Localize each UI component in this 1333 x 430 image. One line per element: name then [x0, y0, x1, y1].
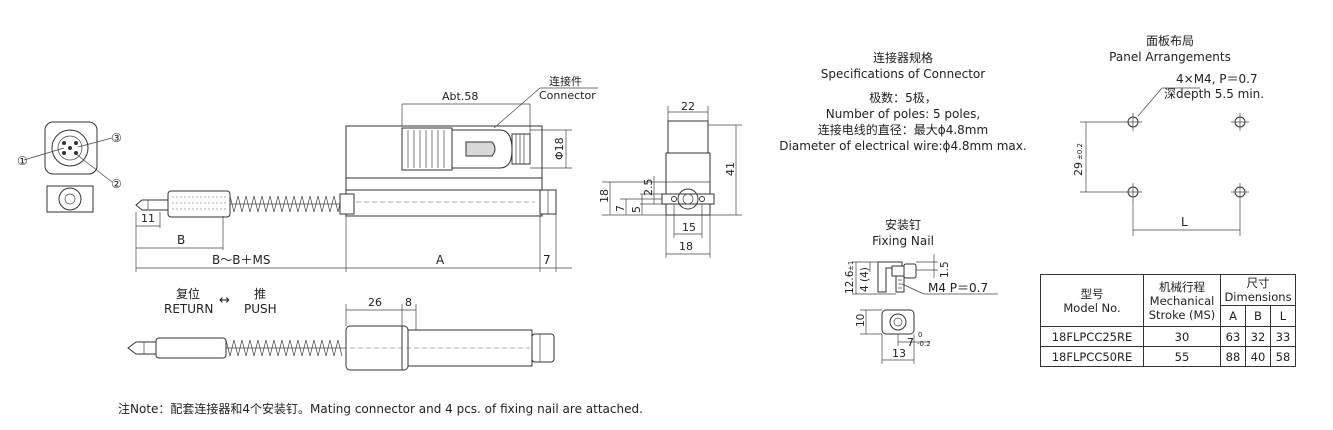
- panel-depth: 深depth 5.5 min.: [1164, 87, 1264, 101]
- footnote: 注Note：配套连接器和4个安装钉。Mating connector and 4…: [118, 402, 643, 416]
- w7-tol-up: 0: [918, 331, 922, 339]
- h41-label: 41: [724, 162, 737, 176]
- side-view: 22 41 18 7 5 2.5 15 18: [598, 100, 742, 258]
- connector-spec-line-4: Diameter of electrical wire:ϕ4.8mm max.: [779, 139, 1026, 153]
- dia18-label: Φ18: [553, 137, 566, 160]
- connector-knurl: [407, 130, 445, 168]
- h29-label: 29: [1072, 162, 1085, 176]
- h4-label: 4 (4): [859, 267, 871, 292]
- spec-table: 型号 Model No. 机械行程 Mechanical Stroke (MS)…: [1040, 274, 1296, 367]
- connector-spec: 连接器规格 Specifications of Connector 极数：5极，…: [779, 50, 1026, 153]
- w22-label: 22: [681, 100, 695, 113]
- stroke-dim-label: B～B＋MS: [212, 253, 270, 267]
- seven-dim-label: 7: [543, 253, 551, 267]
- actuator-bottom: 复位 RETURN ↔ 推 PUSH 26 8: [127, 286, 555, 371]
- w7-tol-dn: -0.2: [917, 340, 931, 348]
- cell-stroke: 55: [1143, 346, 1221, 367]
- pin-3-label: ③: [111, 131, 122, 145]
- panel-title-en: Panel Arrangements: [1109, 50, 1231, 64]
- cell-b: 32: [1245, 326, 1271, 347]
- col-b: B: [1245, 305, 1271, 327]
- thread-label: M4 P＝0.7: [928, 281, 988, 295]
- panel-arrangement: 面板布局 Panel Arrangements 4×M4, P＝0.7 深dep…: [1072, 34, 1264, 236]
- cable-length-label: Abt.58: [442, 90, 478, 103]
- w18-label: 18: [679, 240, 693, 253]
- cell-b: 40: [1245, 346, 1271, 367]
- fixing-nail: 安装钉 Fixing Nail 12.6 ±1 4 (4) 1.5 M4 P＝0…: [844, 217, 998, 364]
- col-dim-cn: 尺寸: [1246, 276, 1270, 290]
- table-row: 18FLPCC50RE 55 88 40 58: [1040, 346, 1296, 367]
- h10-label: 10: [855, 314, 867, 327]
- col-dimensions: 尺寸 Dimensions: [1220, 274, 1296, 306]
- cell-l: 58: [1270, 346, 1296, 367]
- cell-model: 18FLPCC25RE: [1040, 326, 1144, 347]
- actuator-top: Φ18 连接件 Connector Abt.58 11 B B～B＋MS A 7: [135, 75, 598, 272]
- panel-hole: [1231, 113, 1249, 131]
- panel-hole: [1124, 183, 1142, 201]
- cell-a: 88: [1220, 346, 1246, 367]
- col-l: L: [1270, 305, 1296, 327]
- connector-spec-line-1: 极数：5极，: [869, 90, 937, 105]
- fixing-nail-title-en: Fixing Nail: [872, 234, 934, 248]
- pin-1-label: ①: [17, 154, 28, 168]
- a-dim-label: A: [436, 253, 445, 267]
- col-stroke-cn: 机械行程: [1159, 279, 1205, 294]
- return-label-en: RETURN: [164, 302, 213, 316]
- pin-2-label: ②: [111, 177, 122, 191]
- fixing-nail-title-cn: 安装钉: [885, 217, 921, 232]
- col-a: A: [1220, 305, 1246, 327]
- col-stroke-en2: Stroke (MS): [1148, 307, 1216, 322]
- w13-label: 13: [892, 347, 906, 360]
- panel-title-cn: 面板布局: [1146, 34, 1194, 48]
- b-dim-label: B: [177, 233, 185, 247]
- cell-l: 33: [1270, 326, 1296, 347]
- h5-label: 5: [630, 206, 643, 213]
- dim-8-label: 8: [405, 296, 412, 309]
- h126-tol: ±1: [847, 261, 855, 271]
- h25-label: 2.5: [642, 179, 655, 197]
- h7-label: 7: [614, 205, 627, 212]
- col-model-cn: 型号: [1080, 286, 1104, 301]
- col-model: 型号 Model No.: [1040, 274, 1144, 327]
- h18-label: 18: [598, 189, 611, 203]
- cell-stroke: 30: [1143, 326, 1221, 347]
- connector-spec-title-en: Specifications of Connector: [821, 67, 985, 81]
- l-dim-label: L: [1181, 215, 1188, 229]
- connector-spec-line-2: Number of poles: 5 poles,: [826, 107, 980, 121]
- h15-label: 1.5: [939, 261, 951, 278]
- col-stroke-en1: Mechanical: [1149, 293, 1215, 308]
- w15-label: 15: [682, 221, 696, 234]
- panel-hole: [1231, 183, 1249, 201]
- panel-thread: 4×M4, P＝0.7: [1176, 72, 1258, 86]
- connector-spec-title-cn: 连接器规格: [873, 50, 933, 65]
- probe-texture: [172, 196, 226, 210]
- cell-model: 18FLPCC50RE: [1040, 346, 1144, 367]
- tip-dim-label: 11: [141, 212, 155, 225]
- cell-a: 63: [1220, 326, 1246, 347]
- h29-tol: ±0.2: [1076, 143, 1084, 160]
- connector-spec-line-3: 连接电线的直径：最大ϕ4.8mm: [818, 122, 988, 137]
- connector-label-cn: 连接件: [549, 75, 582, 88]
- end-view: ① ③ ②: [17, 121, 122, 213]
- direction-arrow: ↔: [219, 293, 230, 308]
- panel-hole: [1124, 113, 1142, 131]
- dim-26-label: 26: [368, 296, 382, 309]
- col-stroke: 机械行程 Mechanical Stroke (MS): [1143, 274, 1221, 327]
- w7-label: 7: [907, 336, 914, 349]
- push-label-en: PUSH: [244, 302, 277, 316]
- h126-label: 12.6: [844, 270, 856, 294]
- table-row: 18FLPCC25RE 30 63 32 33: [1040, 326, 1296, 347]
- connector-label-en: Connector: [539, 89, 596, 102]
- push-label-cn: 推: [254, 287, 266, 301]
- col-dim-en: Dimensions: [1224, 290, 1292, 304]
- return-label-cn: 复位: [176, 286, 200, 301]
- col-model-en: Model No.: [1063, 300, 1121, 315]
